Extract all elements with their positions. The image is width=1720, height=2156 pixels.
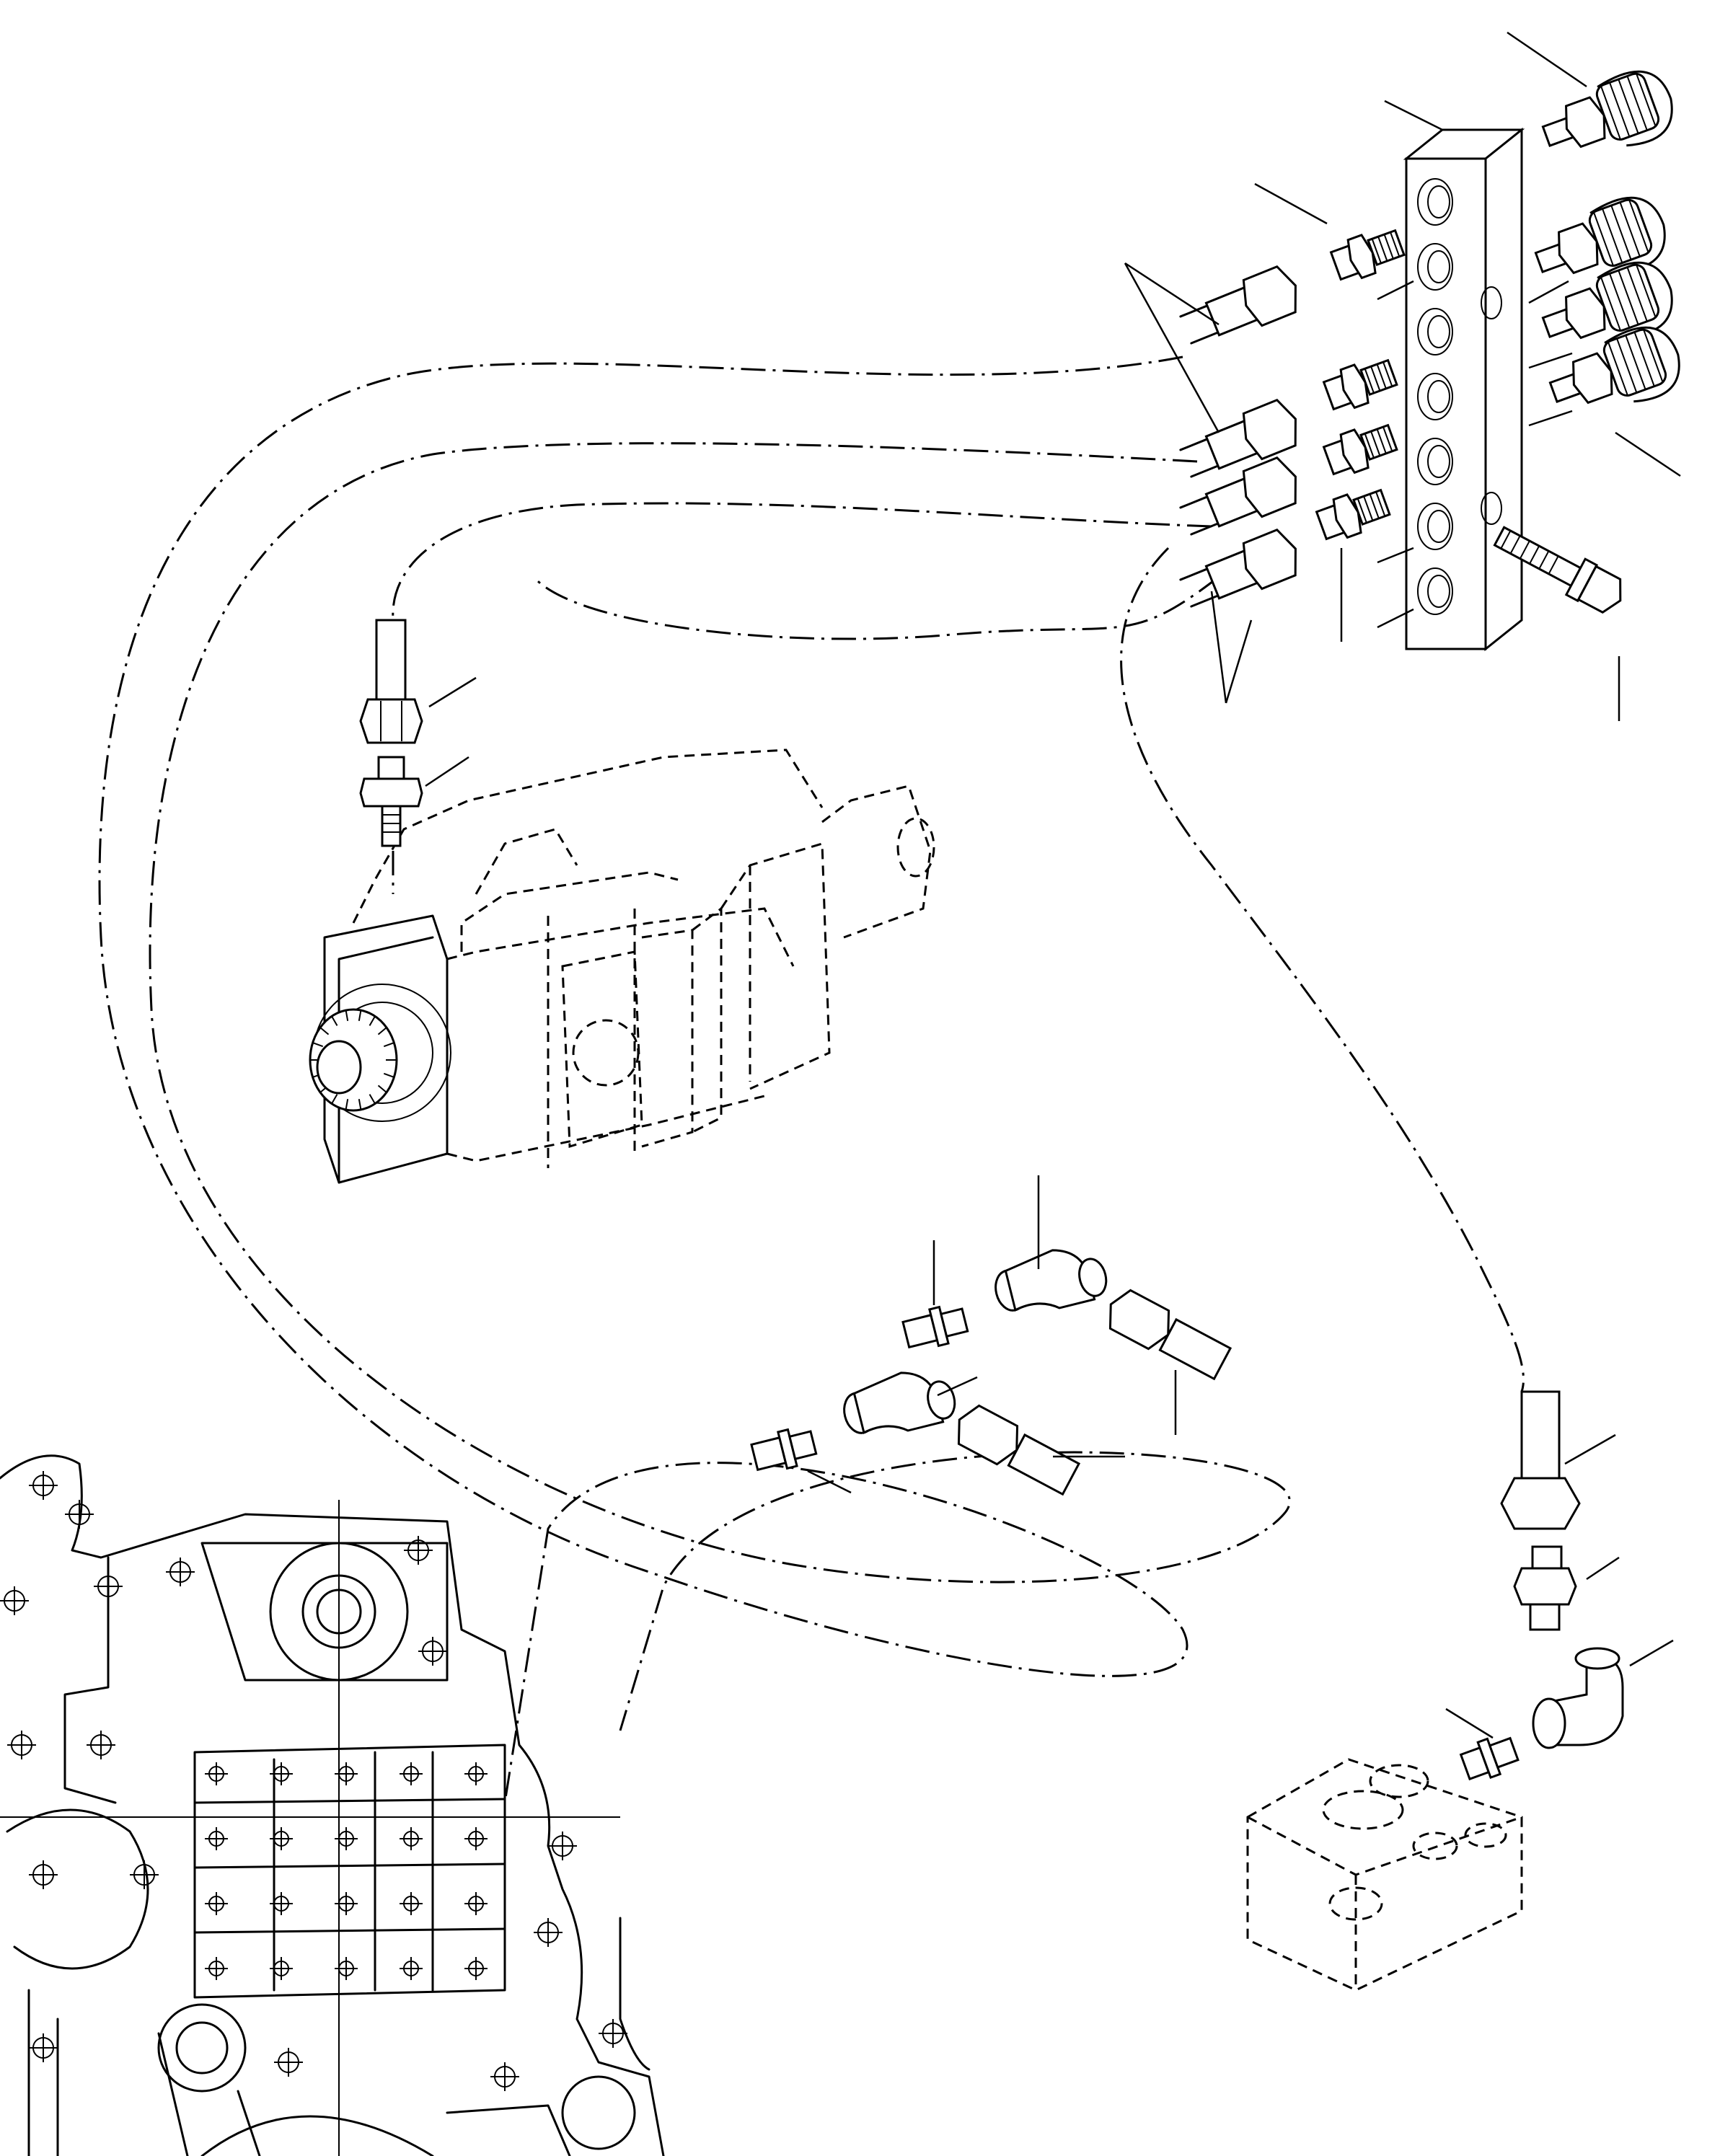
cap xyxy=(1541,261,1673,340)
cap xyxy=(1534,196,1666,275)
hose-route-4 xyxy=(532,575,1220,640)
hose-end xyxy=(1179,398,1297,478)
cap xyxy=(1548,326,1680,405)
manifold-port xyxy=(1417,308,1453,355)
straight-fittings xyxy=(1315,229,1406,541)
straight-fitting xyxy=(1322,358,1398,411)
right-lower-fittings xyxy=(1459,1390,1624,1781)
manifold-port xyxy=(1417,178,1453,226)
manifold-block xyxy=(1403,127,1525,652)
elbow-fittings-mid xyxy=(750,1249,1232,1496)
manifold-port xyxy=(1417,503,1453,550)
straight-fitting xyxy=(1322,423,1398,476)
transmission-housing xyxy=(0,1454,665,2156)
manifold-port xyxy=(1417,438,1453,485)
manifold-port xyxy=(1417,373,1453,420)
hose-end xyxy=(1179,265,1297,345)
hose-end xyxy=(1179,456,1297,536)
hose-end xyxy=(1179,528,1297,608)
hose-route-3 xyxy=(392,502,1212,621)
hose-routes xyxy=(98,355,1525,1803)
bolt xyxy=(1493,526,1622,614)
hose-route-2 xyxy=(149,442,1291,1731)
hydraulic-pump xyxy=(309,748,935,1184)
leader-lines xyxy=(425,31,1681,1739)
hose-ends xyxy=(1179,265,1297,608)
manifold-port xyxy=(1417,567,1453,615)
straight-fitting xyxy=(1329,229,1406,281)
hose-route-1 xyxy=(98,355,1188,1803)
hose-route-5 xyxy=(1120,547,1525,1392)
caps xyxy=(1534,70,1680,405)
cap xyxy=(1541,70,1673,149)
valve-block xyxy=(1246,1758,1523,1992)
manifold-port xyxy=(1417,243,1453,291)
straight-fitting xyxy=(1315,488,1391,541)
pump-inlet-fittings xyxy=(359,619,423,894)
